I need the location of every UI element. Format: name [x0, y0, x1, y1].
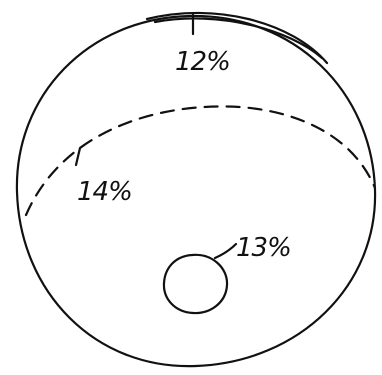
small-circle-label: 13%	[236, 233, 291, 263]
middle-band-label: 14%	[77, 177, 132, 207]
small-circle	[164, 255, 227, 313]
top-cap-label: 12%	[175, 47, 230, 77]
small-circle-leader	[215, 244, 236, 258]
middle-band-leader	[76, 148, 80, 165]
